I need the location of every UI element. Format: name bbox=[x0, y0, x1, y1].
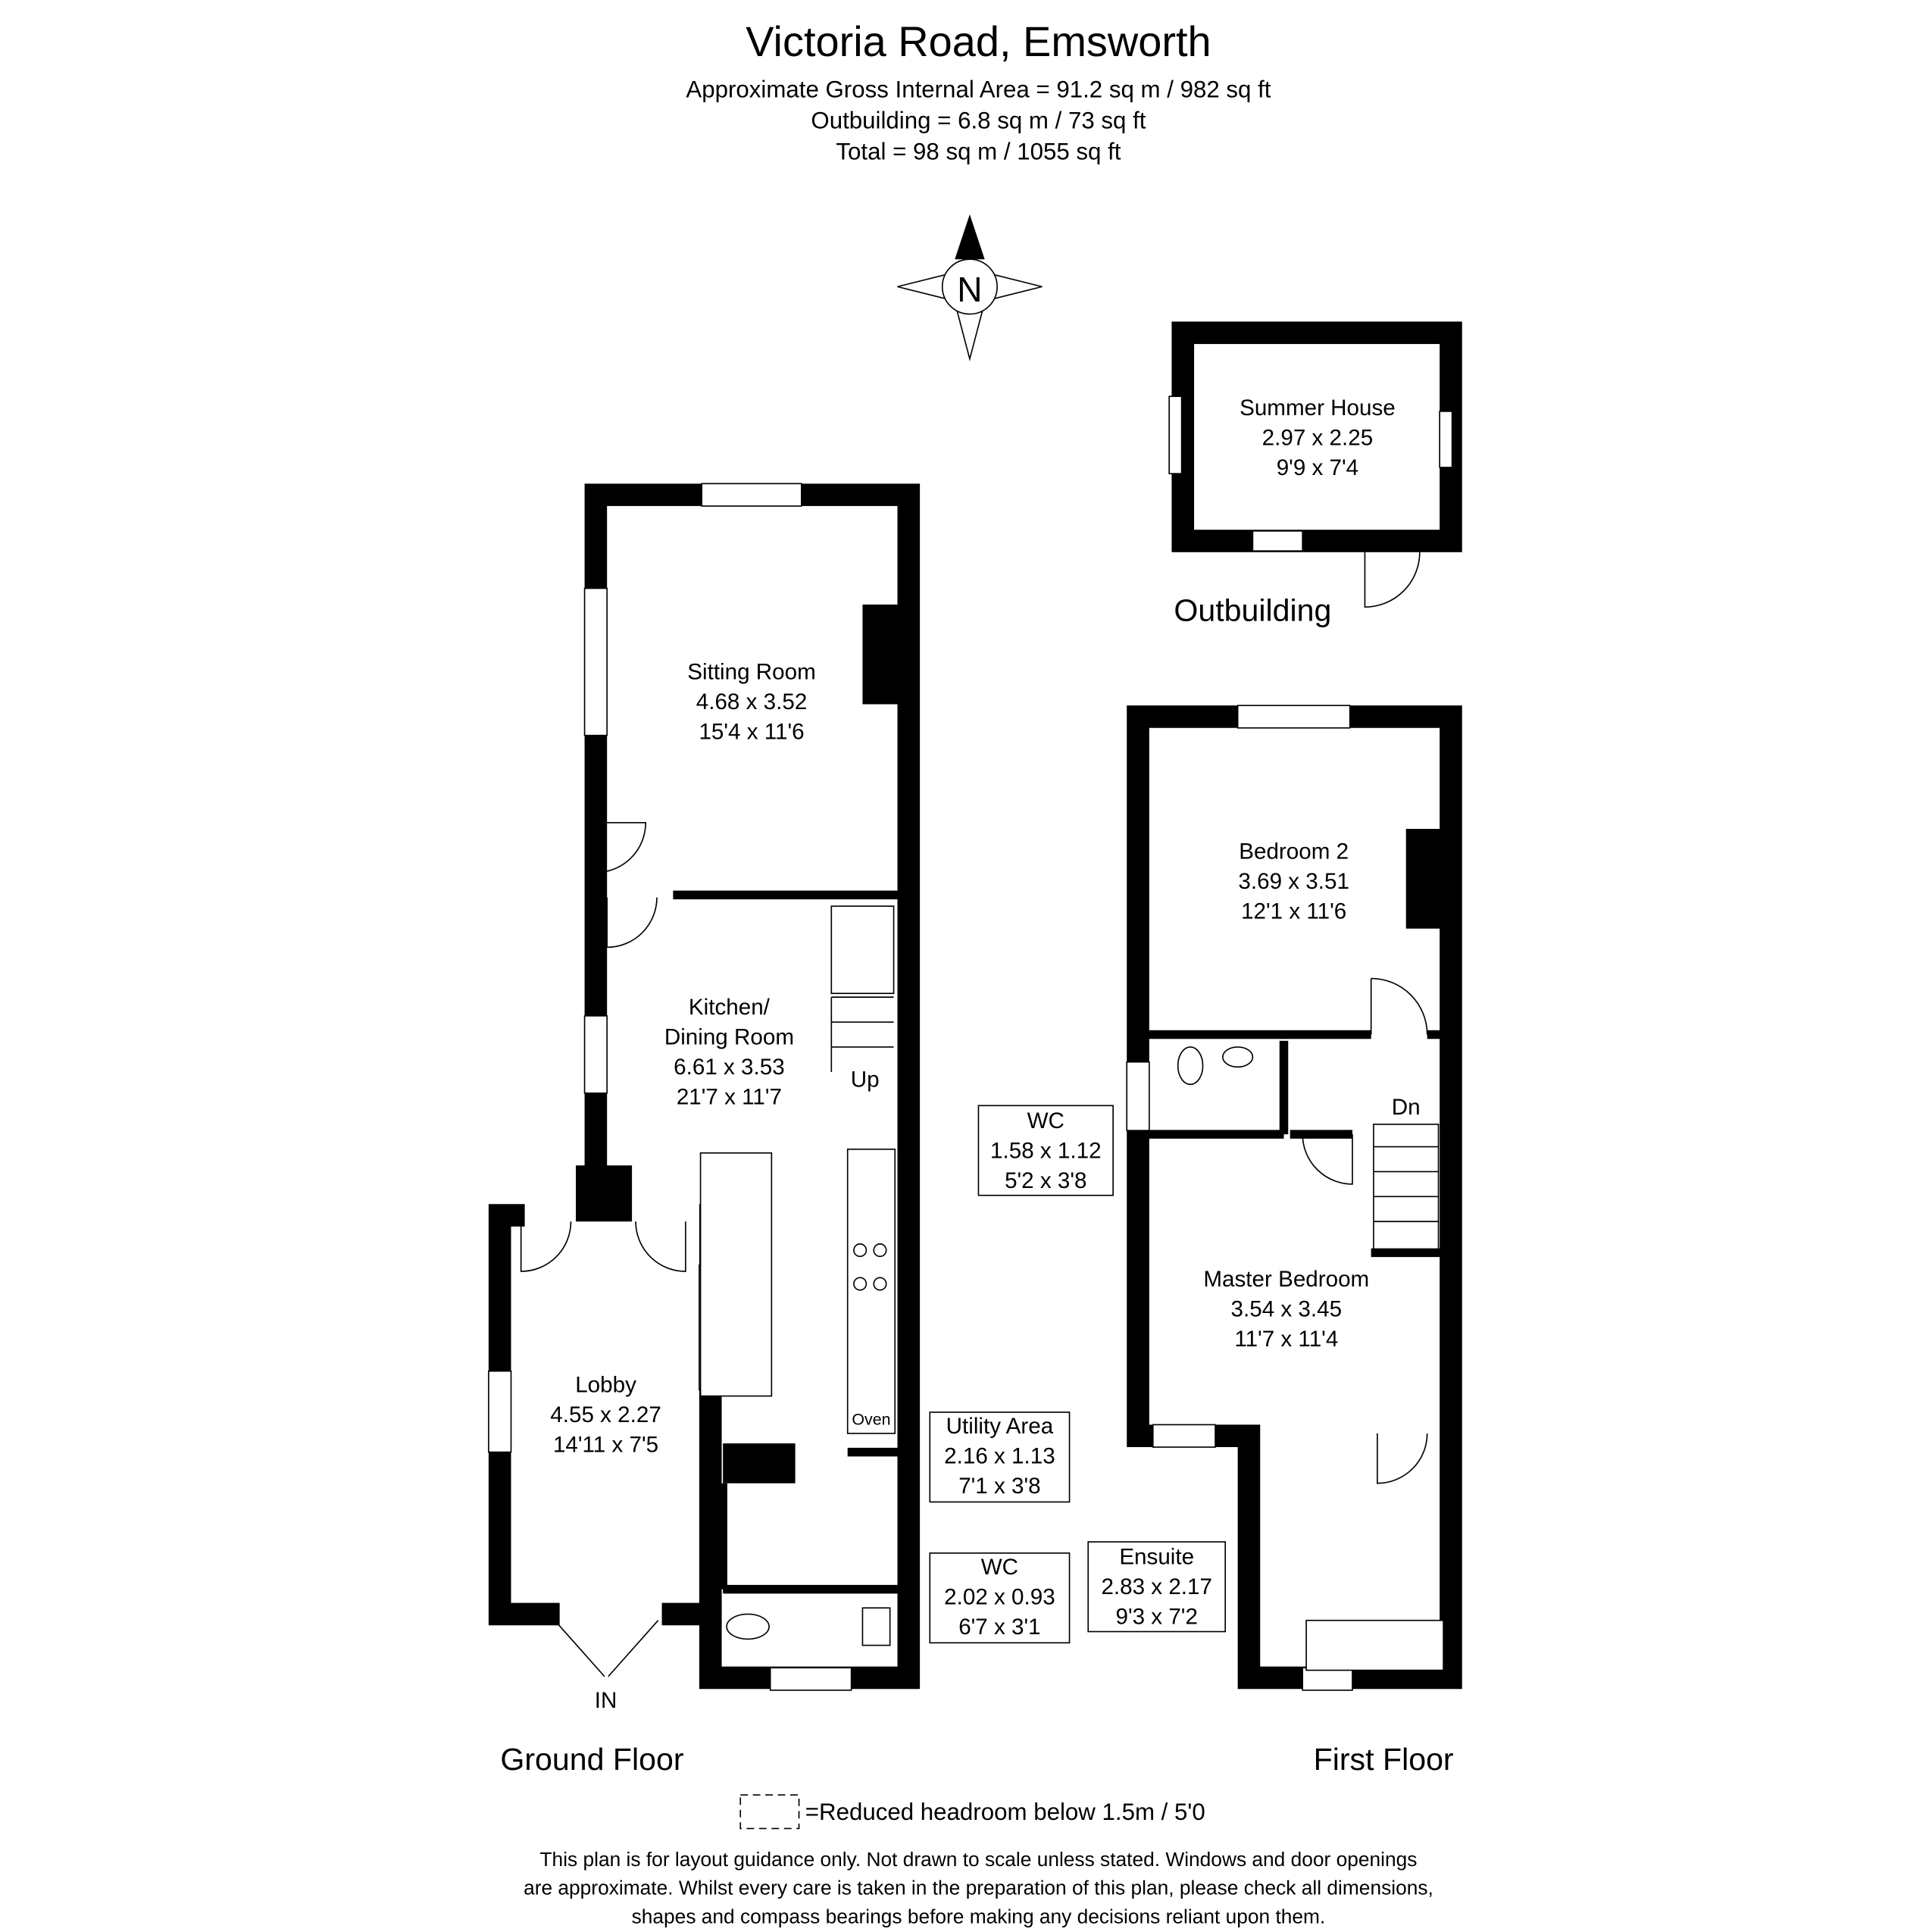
oven-label: Oven bbox=[852, 1410, 890, 1428]
wc-first-imperial: 5'2 x 3'8 bbox=[1005, 1168, 1086, 1193]
kitchen-imperial: 21'7 x 11'7 bbox=[677, 1085, 782, 1110]
sitting-room-imperial: 15'4 x 11'6 bbox=[699, 720, 804, 745]
wc-first-metric: 1.58 x 1.12 bbox=[990, 1138, 1102, 1163]
master-name: Master Bedroom bbox=[1203, 1267, 1369, 1292]
sitting-room-name: Sitting Room bbox=[687, 660, 816, 685]
bedroom2-imperial: 12'1 x 11'6 bbox=[1241, 899, 1346, 924]
basin-icon bbox=[1222, 1046, 1254, 1068]
sitting-room-metric: 4.68 x 3.52 bbox=[696, 689, 808, 714]
outbuilding: Summer House 2.97 x 2.25 9'9 x 7'4 Outbu… bbox=[1168, 321, 1462, 627]
wc-ground-name: WC bbox=[981, 1555, 1018, 1580]
toilet-icon bbox=[1177, 1046, 1204, 1086]
utility-metric: 2.16 x 1.13 bbox=[944, 1443, 1055, 1468]
ground-floor-label: Ground Floor bbox=[500, 1742, 683, 1777]
entrance-label: IN bbox=[595, 1688, 617, 1713]
ensuite-metric: 2.83 x 2.17 bbox=[1101, 1574, 1212, 1599]
svg-text:N: N bbox=[957, 270, 982, 309]
kitchen-name-2: Dining Room bbox=[664, 1025, 794, 1050]
lobby-name: Lobby bbox=[575, 1373, 636, 1398]
wc-first-name: WC bbox=[1027, 1108, 1064, 1133]
stairs-up-label: Up bbox=[851, 1068, 880, 1093]
gross-area: Approximate Gross Internal Area = 91.2 s… bbox=[686, 76, 1271, 102]
lobby-imperial: 14'11 x 7'5 bbox=[553, 1433, 658, 1458]
hob-icon bbox=[853, 1243, 887, 1291]
outbuilding-label: Outbuilding bbox=[1174, 592, 1331, 627]
toilet-icon bbox=[726, 1613, 770, 1640]
disclaimer-line-1: This plan is for layout guidance only. N… bbox=[539, 1848, 1417, 1871]
master-imperial: 11'7 x 11'4 bbox=[1234, 1327, 1338, 1352]
disclaimer-line-2: are approximate. Whilst every care is ta… bbox=[524, 1877, 1433, 1899]
kitchen-name-1: Kitchen/ bbox=[689, 995, 771, 1020]
disclaimer-line-3: shapes and compass bearings before makin… bbox=[632, 1905, 1326, 1927]
outbuilding-area: Outbuilding = 6.8 sq m / 73 sq ft bbox=[811, 107, 1146, 133]
basin-icon bbox=[861, 1607, 891, 1646]
utility-name: Utility Area bbox=[946, 1414, 1054, 1439]
compass-icon: N bbox=[897, 214, 1043, 362]
summer-house-imperial: 9'9 x 7'4 bbox=[1277, 455, 1358, 480]
first-floor: Dn Bedroom 2 3.69 x 3.51 12'1 x 11'6 Mas… bbox=[977, 705, 1462, 1777]
plan-title: Victoria Road, Emsworth bbox=[746, 17, 1211, 65]
wc-ground-metric: 2.02 x 0.93 bbox=[944, 1584, 1055, 1609]
stairs-down-label: Dn bbox=[1392, 1095, 1421, 1120]
ensuite-name: Ensuite bbox=[1119, 1545, 1194, 1570]
total-area: Total = 98 sq m / 1055 sq ft bbox=[836, 139, 1121, 165]
bedroom2-metric: 3.69 x 3.51 bbox=[1238, 869, 1349, 894]
summer-house-name: Summer House bbox=[1240, 395, 1396, 420]
ground-floor: Oven Sitting Room 4.68 x 3.52 15'4 x 11'… bbox=[488, 483, 1071, 1777]
utility-imperial: 7'1 x 3'8 bbox=[958, 1474, 1040, 1499]
master-metric: 3.54 x 3.45 bbox=[1231, 1296, 1343, 1321]
wc-ground-imperial: 6'7 x 3'1 bbox=[958, 1615, 1040, 1640]
summer-house-metric: 2.97 x 2.25 bbox=[1262, 425, 1374, 450]
first-floor-label: First Floor bbox=[1314, 1742, 1454, 1777]
kitchen-metric: 6.61 x 3.53 bbox=[674, 1055, 785, 1080]
lobby-metric: 4.55 x 2.27 bbox=[550, 1402, 661, 1427]
bedroom2-name: Bedroom 2 bbox=[1239, 839, 1349, 864]
ensuite-imperial: 9'3 x 7'2 bbox=[1115, 1605, 1197, 1630]
headroom-legend: =Reduced headroom below 1.5m / 5'0 bbox=[805, 1799, 1205, 1825]
reduced-headroom-swatch bbox=[739, 1794, 800, 1830]
